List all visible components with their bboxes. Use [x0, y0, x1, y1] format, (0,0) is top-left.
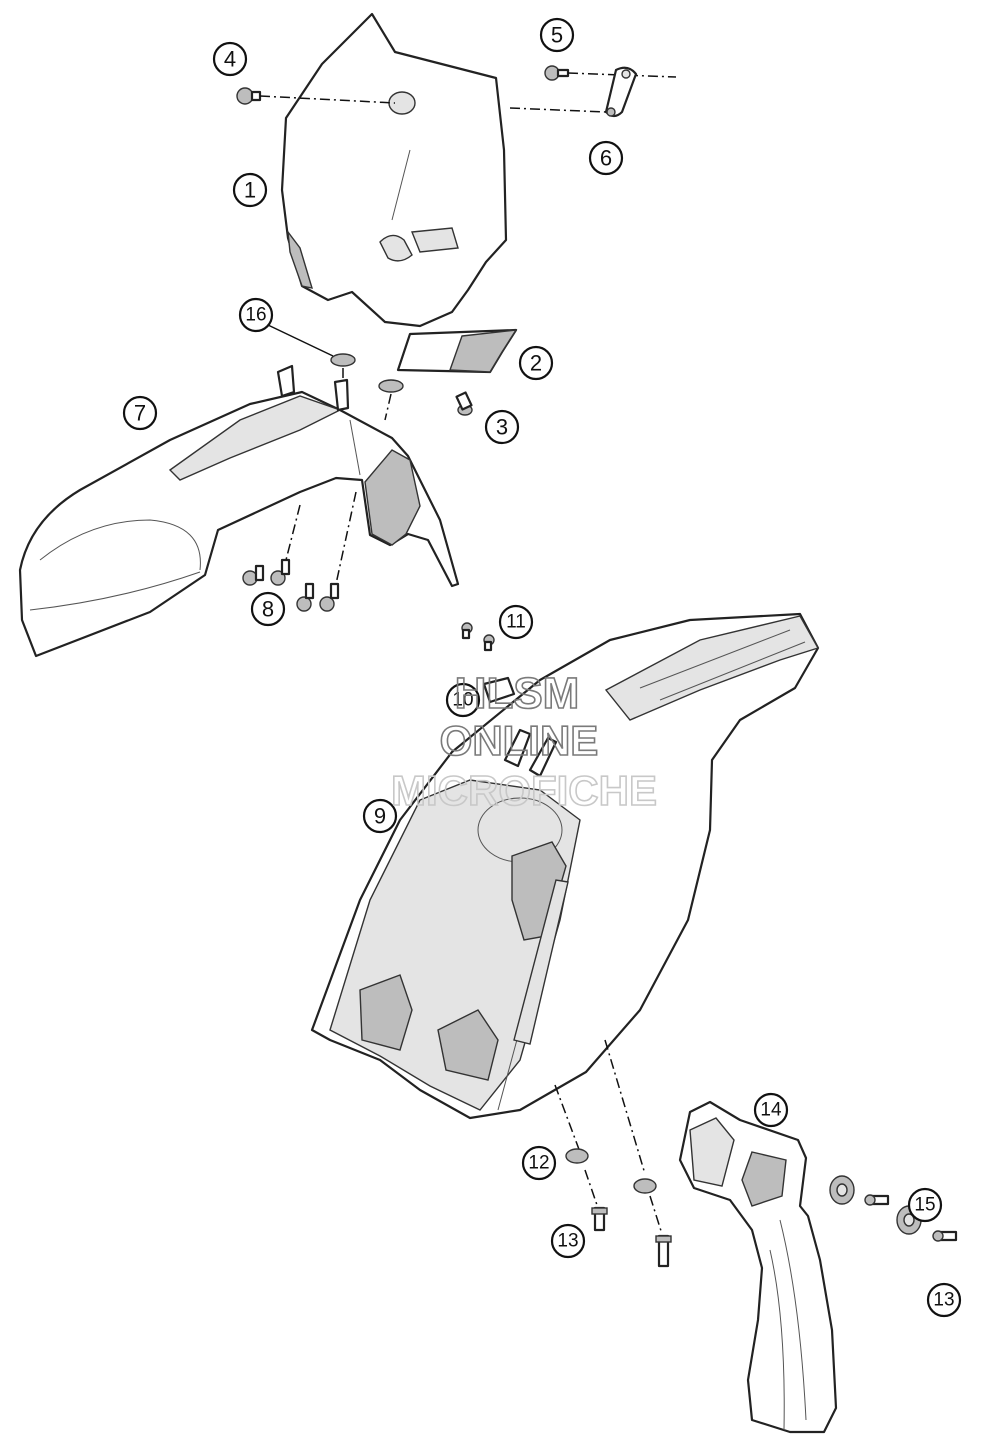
callout-11: 11: [498, 604, 534, 640]
watermark-line-1: HLSM: [455, 669, 580, 718]
watermark-line-2: ONLINE: [440, 717, 599, 764]
callout-label: 16: [245, 305, 266, 326]
holder-bracket-6: [604, 66, 638, 118]
bolts-13: [591, 1206, 672, 1268]
callout-label: 12: [528, 1153, 549, 1174]
callout-label: 13: [933, 1290, 954, 1311]
watermark-line-3: MICROFICHE: [391, 767, 657, 814]
mud-flap: [678, 1100, 838, 1434]
callout-label: 10: [452, 690, 473, 711]
number-plate: [280, 12, 508, 328]
clip-10: [482, 676, 516, 704]
screws-11: [461, 622, 495, 652]
callout-label: 13: [557, 1231, 578, 1252]
callout-label: 9: [374, 804, 386, 829]
callout-9: 9: [362, 798, 398, 834]
callout-4: 4: [212, 41, 248, 77]
callout-14: 14: [753, 1092, 789, 1128]
callout-label: 6: [600, 146, 612, 171]
callout-label: 8: [262, 597, 274, 622]
front-fender: [18, 364, 460, 658]
washers-12: [565, 1148, 657, 1194]
callout-label: 5: [551, 23, 563, 48]
callout-6: 6: [588, 140, 624, 176]
callout-10: 10: [445, 682, 481, 718]
callout-16: 16: [238, 297, 274, 333]
callout-5: 5: [539, 17, 575, 53]
callout-label: 1: [244, 178, 256, 203]
plate-sticker: [396, 328, 518, 374]
callout-label: 7: [134, 401, 146, 426]
nut-4: [236, 87, 262, 105]
callout-label: 15: [914, 1195, 935, 1216]
bolt-5: [544, 65, 570, 81]
callout-8: 8: [250, 591, 286, 627]
grommet-16: [330, 353, 404, 393]
callout-15: 15: [907, 1187, 943, 1223]
callout-13-left: 13: [550, 1223, 586, 1259]
callout-3: 3: [484, 409, 520, 445]
screws-8: [242, 558, 340, 612]
callout-label: 3: [496, 415, 508, 440]
screws-13-right: [864, 1194, 958, 1242]
callout-2: 2: [518, 345, 554, 381]
rear-fender: [310, 612, 820, 1120]
callout-label: 2: [530, 351, 542, 376]
callout-label: 14: [760, 1100, 782, 1121]
screw-3: [455, 391, 473, 416]
callout-1: 1: [232, 172, 268, 208]
callout-13-right: 13: [926, 1282, 962, 1318]
callout-label: 11: [506, 612, 526, 633]
callout-12: 12: [521, 1145, 557, 1181]
callout-label: 4: [224, 47, 236, 72]
callout-7: 7: [122, 395, 158, 431]
